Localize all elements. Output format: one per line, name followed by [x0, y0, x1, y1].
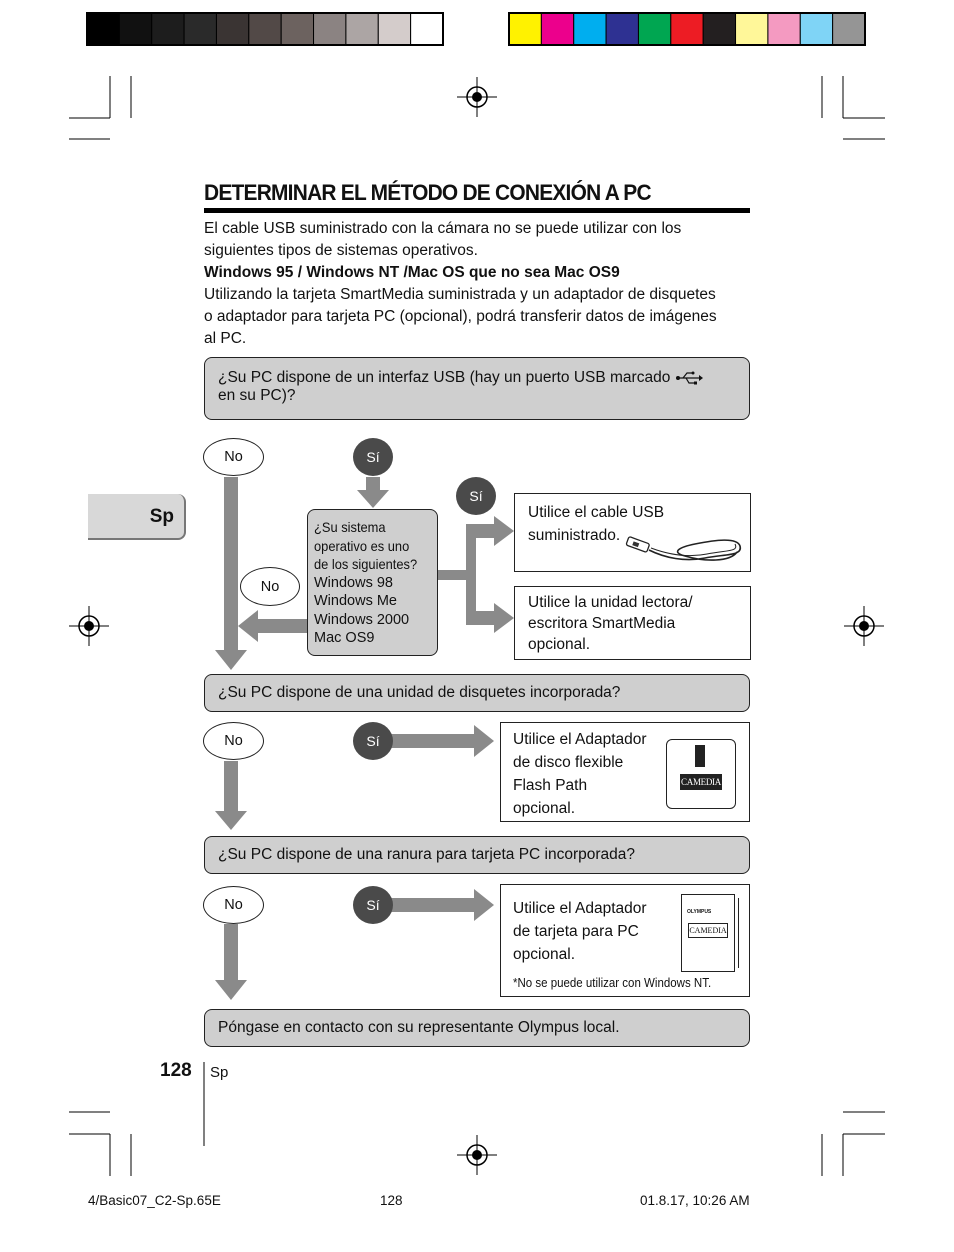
result-text: Flash Path: [513, 777, 588, 794]
yes-label: Sí: [456, 477, 496, 515]
os-item: Windows Me: [314, 593, 397, 609]
color-swatch: [377, 12, 412, 46]
yes-label: Sí: [353, 438, 393, 476]
result-text: opcional.: [513, 800, 576, 817]
result-text: de disco flexible: [513, 754, 624, 771]
question-os: ¿Su sistema operativo es uno de los sigu…: [307, 509, 438, 656]
result-text: suministrado.: [528, 527, 621, 544]
result-flashpath: Utilice el Adaptador de disco flexible F…: [500, 722, 750, 822]
os-item: Windows 2000: [314, 611, 410, 628]
pc-card-adapter-icon: OLYMPUS CAMEDIA: [681, 894, 739, 972]
page-title: DETERMINAR EL MÉTODO DE CONEXIÓN A PC: [204, 180, 652, 205]
floppy-adapter-icon: CAMEDIA: [666, 739, 736, 809]
intro-os-list: Windows 95 / Windows NT /Mac OS que no s…: [204, 264, 620, 281]
color-swatch: [313, 12, 347, 46]
print-page-number: 128: [380, 1193, 403, 1208]
result-text: Utilice el cable USB: [528, 504, 665, 521]
result-pc-card-adapter: Utilice el Adaptador de tarjeta para PC …: [500, 884, 750, 997]
page-number: 128: [160, 1060, 192, 1081]
result-text: opcional.: [528, 636, 591, 653]
result-usb-cable: Utilice el cable USB suministrado.: [514, 493, 751, 572]
color-swatch: [735, 12, 769, 46]
color-swatch: [637, 12, 672, 46]
question-pc-card: ¿Su PC dispone de una ranura para tarjet…: [204, 836, 750, 874]
color-swatch: [508, 12, 542, 46]
language-tab: Sp: [88, 494, 186, 540]
color-swatch: [248, 12, 282, 46]
print-timestamp: 01.8.17, 10:26 AM: [640, 1193, 750, 1208]
result-text: opcional.: [513, 946, 576, 963]
intro-line: o adaptador para tarjeta PC (opcional), …: [204, 308, 717, 325]
color-swatch: [767, 12, 801, 46]
olympus-logo: OLYMPUS: [687, 909, 712, 915]
result-text: Utilice la unidad lectora/: [528, 594, 693, 611]
question-os-text: de los siguientes?: [314, 556, 418, 572]
result-text: Utilice el Adaptador: [513, 731, 647, 748]
intro-text: El cable USB suministrado con la cámara …: [204, 218, 749, 350]
no-label: No: [240, 567, 300, 606]
color-swatch: [118, 12, 153, 46]
registration-target-icon: [69, 606, 109, 646]
result-note: *No se puede utilizar con Windows NT.: [513, 976, 712, 990]
camedia-logo: CAMEDIA: [688, 923, 728, 938]
question-floppy: ¿Su PC dispone de una unidad de disquete…: [204, 674, 750, 712]
intro-line: siguientes tipos de sistemas operativos.: [204, 242, 478, 259]
question-os-text: ¿Su sistema: [314, 519, 386, 535]
no-label: No: [203, 886, 264, 924]
card-edge: [735, 898, 739, 968]
title-rule: [204, 208, 750, 213]
page-lang: Sp: [210, 1064, 229, 1081]
os-item: Windows 98: [314, 574, 393, 591]
question-usb-text: ¿Su PC dispone de un interfaz USB (hay u…: [218, 369, 671, 386]
file-name: 4/Basic07_C2-Sp.65E: [88, 1193, 221, 1208]
usb-cable-icon: [625, 536, 741, 561]
camedia-logo: CAMEDIA: [680, 774, 722, 790]
usb-icon: [675, 371, 703, 385]
color-swatch: [670, 12, 704, 46]
intro-line: Utilizando la tarjeta SmartMedia suminis…: [204, 286, 716, 303]
intro-line: al PC.: [204, 330, 247, 347]
result-text: de tarjeta para PC: [513, 923, 639, 940]
os-item: Mac OS9: [314, 630, 375, 646]
registration-target-icon: [457, 1135, 497, 1175]
final-instruction: Póngase en contacto con su representante…: [204, 1009, 750, 1047]
result-text: escritora SmartMedia: [528, 615, 676, 632]
result-smartmedia-reader: Utilice la unidad lectora/ escritora Sma…: [514, 586, 751, 660]
question-os-text: operativo es uno: [314, 537, 410, 554]
question-usb-text: en su PC)?: [218, 387, 296, 404]
registration-target-icon: [457, 77, 497, 117]
yes-label: Sí: [353, 886, 393, 924]
intro-line: El cable USB suministrado con la cámara …: [204, 220, 682, 237]
no-label: No: [203, 722, 264, 760]
yes-label: Sí: [353, 722, 393, 760]
no-label: No: [203, 438, 264, 476]
result-text: Utilice el Adaptador: [513, 900, 647, 917]
floppy-shutter: [695, 745, 705, 767]
question-usb: ¿Su PC dispone de un interfaz USB (hay u…: [204, 357, 750, 420]
registration-target-icon: [844, 606, 884, 646]
